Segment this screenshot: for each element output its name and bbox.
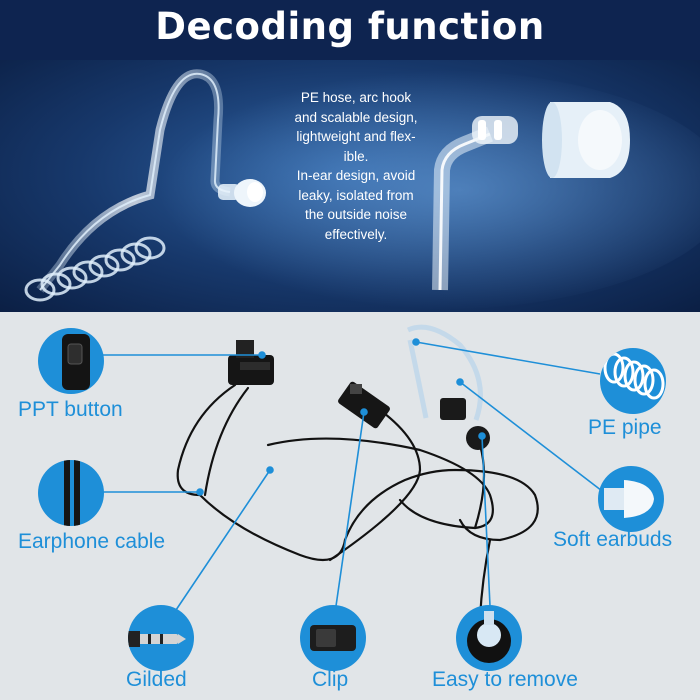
description-line: ible.	[343, 148, 369, 164]
label-earphone-cable: Earphone cable	[18, 530, 166, 553]
gilded-plug-circle	[128, 605, 194, 671]
earbud-large-image	[542, 102, 630, 178]
ptt-housing-drawing	[228, 340, 274, 385]
elbow-tube-image	[432, 116, 518, 291]
soft-earbud-icon	[604, 480, 654, 518]
label-pe-pipe: PE pipe	[588, 416, 662, 439]
label-easy-to-remove: Easy to remove	[432, 668, 578, 691]
connector-plug-drawing	[338, 381, 390, 429]
cable-icon	[64, 460, 80, 526]
pe-tube-drawing	[406, 324, 483, 421]
earbud-removal-icon	[467, 611, 511, 663]
description-line: and scalable design,	[294, 109, 418, 125]
earphone-cable-circle	[38, 460, 104, 526]
title-banner: Decoding function	[0, 0, 700, 60]
clip-drawing	[440, 398, 490, 450]
earbud-small-image	[218, 179, 266, 207]
clip-icon	[310, 625, 356, 651]
gilded-plug-icon	[128, 631, 186, 647]
label-clip: Clip	[312, 668, 349, 691]
label-soft-earbuds: Soft earbuds	[553, 528, 673, 551]
hero-illustration	[24, 69, 700, 310]
label-ptt-button: PPT button	[18, 398, 123, 421]
callout-lines	[100, 338, 607, 611]
pe-pipe-circle	[600, 348, 666, 414]
label-gilded: Gilded	[126, 668, 187, 691]
easy-remove-circle	[456, 605, 522, 671]
description-line: lightweight and flex-	[296, 129, 416, 144]
earphone-cable-drawing	[176, 383, 539, 620]
description-line: effectively.	[324, 226, 388, 242]
clip-circle	[300, 605, 366, 671]
description-line: the outside noise	[304, 207, 408, 222]
description-line: leaky, isolated from	[298, 187, 414, 203]
page-title: Decoding function	[155, 5, 545, 48]
ptt-button-icon	[62, 334, 90, 390]
ptt-button-circle	[38, 328, 104, 394]
coiled-pipe-icon	[603, 352, 665, 400]
coiled-tube-image	[24, 69, 231, 302]
soft-earbuds-circle	[598, 466, 664, 532]
description-line: In-ear design, avoid	[296, 168, 416, 183]
hero-product-image: PE hose, arc hook and scalable design, l…	[0, 60, 700, 312]
description-line: PE hose, arc hook	[300, 90, 412, 105]
hero-description: PE hose, arc hook and scalable design, l…	[268, 88, 444, 244]
